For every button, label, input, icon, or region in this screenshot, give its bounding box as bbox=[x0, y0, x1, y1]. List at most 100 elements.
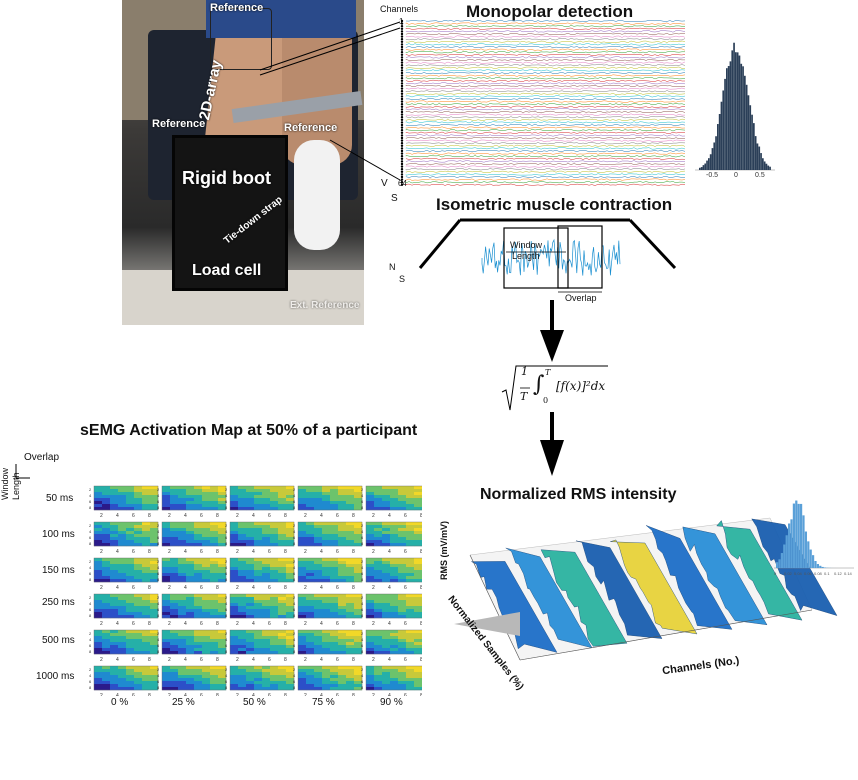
heatmap-cell bbox=[390, 504, 398, 507]
heatmap-cell bbox=[254, 489, 262, 492]
heatmap-cell bbox=[278, 672, 286, 675]
heatmap-cell bbox=[346, 648, 354, 651]
heatmap-cell bbox=[202, 522, 210, 525]
heatmap-cell bbox=[382, 534, 390, 537]
hist-bar bbox=[766, 164, 768, 170]
heatmap-cell bbox=[414, 495, 422, 498]
heatmap-cell bbox=[306, 486, 314, 489]
heatmap-cell bbox=[102, 684, 110, 687]
heatmap-cell bbox=[314, 615, 322, 618]
heatmap-x-tick: 2 bbox=[168, 621, 171, 627]
heatmap-cell bbox=[398, 537, 406, 540]
heatmap-cell bbox=[94, 681, 102, 684]
heatmap-x-tick: 8 bbox=[352, 657, 355, 663]
heatmap-cell bbox=[254, 504, 262, 507]
heatmap-cell bbox=[126, 495, 134, 498]
heatmap-cell bbox=[118, 507, 126, 510]
heatmap-cell bbox=[194, 489, 202, 492]
heatmap-y-tick: 2 bbox=[361, 487, 364, 492]
heatmap-cell bbox=[134, 678, 142, 681]
heatmap-cell bbox=[414, 603, 422, 606]
channel-dot bbox=[401, 85, 403, 87]
heatmap-cell bbox=[414, 633, 422, 636]
heatmap-cell bbox=[230, 678, 238, 681]
heatmap-cell bbox=[398, 567, 406, 570]
heatmap-cell bbox=[210, 498, 218, 501]
heatmap-cell bbox=[262, 600, 270, 603]
formula-int-lower: 0 bbox=[543, 396, 548, 405]
heatmap-cell bbox=[278, 570, 286, 573]
heatmap-cell bbox=[102, 603, 110, 606]
heatmap-cell bbox=[306, 651, 314, 654]
emg-trace bbox=[406, 64, 685, 66]
heatmap-cell bbox=[246, 603, 254, 606]
heatmap-cell bbox=[414, 678, 422, 681]
heatmap-x-tick: 2 bbox=[304, 585, 307, 591]
heatmap-cell bbox=[262, 645, 270, 648]
heatmap-x-tick: 6 bbox=[200, 585, 203, 591]
formula-frac-num: 1 bbox=[521, 365, 528, 378]
heatmap-cell bbox=[170, 525, 178, 528]
heatmap-cell bbox=[126, 603, 134, 606]
heatmap-cell bbox=[406, 537, 414, 540]
heatmap-cell bbox=[186, 672, 194, 675]
heatmap-cell bbox=[170, 492, 178, 495]
heatmap-cell bbox=[382, 603, 390, 606]
heatmap-cell bbox=[110, 612, 118, 615]
heatmap-cell bbox=[346, 576, 354, 579]
heatmap-cell bbox=[390, 579, 398, 582]
heatmap-y-tick: 2 bbox=[89, 523, 92, 528]
heatmap-cell bbox=[126, 558, 134, 561]
heatmap-y-tick: 8 bbox=[293, 505, 296, 510]
heatmap-cell bbox=[210, 492, 218, 495]
heatmap-cell bbox=[94, 579, 102, 582]
heatmap-cell bbox=[194, 651, 202, 654]
heatmap-cell bbox=[322, 489, 330, 492]
heatmap-cell bbox=[210, 537, 218, 540]
heatmap-cell bbox=[306, 501, 314, 504]
heatmap-cell bbox=[94, 537, 102, 540]
heatmap-cell bbox=[162, 681, 170, 684]
row-label-250: 250 ms bbox=[42, 597, 75, 608]
emg-trace bbox=[406, 67, 685, 69]
heatmap-cell bbox=[162, 684, 170, 687]
heatmap-cell bbox=[178, 528, 186, 531]
rms-hist-bar bbox=[807, 541, 809, 568]
heatmap-cell bbox=[126, 687, 134, 690]
heatmap-cell bbox=[390, 495, 398, 498]
heatmap-cell bbox=[246, 507, 254, 510]
heatmap-cell bbox=[170, 645, 178, 648]
heatmap-cell bbox=[230, 612, 238, 615]
heatmap-cell bbox=[186, 606, 194, 609]
heatmap-cell bbox=[94, 498, 102, 501]
heatmap-cell bbox=[254, 579, 262, 582]
heatmap-cell bbox=[94, 600, 102, 603]
heatmap-cell bbox=[346, 534, 354, 537]
heatmap-cell bbox=[330, 498, 338, 501]
heatmap-x-tick: 2 bbox=[236, 513, 239, 519]
heatmap-cell bbox=[142, 579, 150, 582]
heatmap-cell bbox=[170, 561, 178, 564]
heatmap-cell bbox=[102, 645, 110, 648]
heatmap-cell bbox=[126, 684, 134, 687]
heatmap-cell bbox=[398, 540, 406, 543]
heatmap-cell bbox=[178, 612, 186, 615]
heatmap-cell bbox=[330, 525, 338, 528]
heatmap-cell bbox=[374, 630, 382, 633]
emg-trace bbox=[406, 90, 685, 92]
heatmap-cell bbox=[230, 684, 238, 687]
heatmap-cell bbox=[210, 567, 218, 570]
heatmap-cell bbox=[414, 666, 422, 669]
heatmap-cell bbox=[162, 495, 170, 498]
heatmap-cell bbox=[102, 540, 110, 543]
heatmap-cell bbox=[390, 612, 398, 615]
heatmap-cell bbox=[366, 540, 374, 543]
heatmap-cell bbox=[254, 597, 262, 600]
hist-bar bbox=[740, 64, 742, 170]
heatmap-cell bbox=[346, 495, 354, 498]
heatmap-cell bbox=[230, 540, 238, 543]
emg-trace bbox=[406, 80, 685, 82]
heatmap-cell bbox=[110, 642, 118, 645]
heatmap-cell bbox=[126, 642, 134, 645]
heatmap-y-tick: 8 bbox=[361, 613, 364, 618]
